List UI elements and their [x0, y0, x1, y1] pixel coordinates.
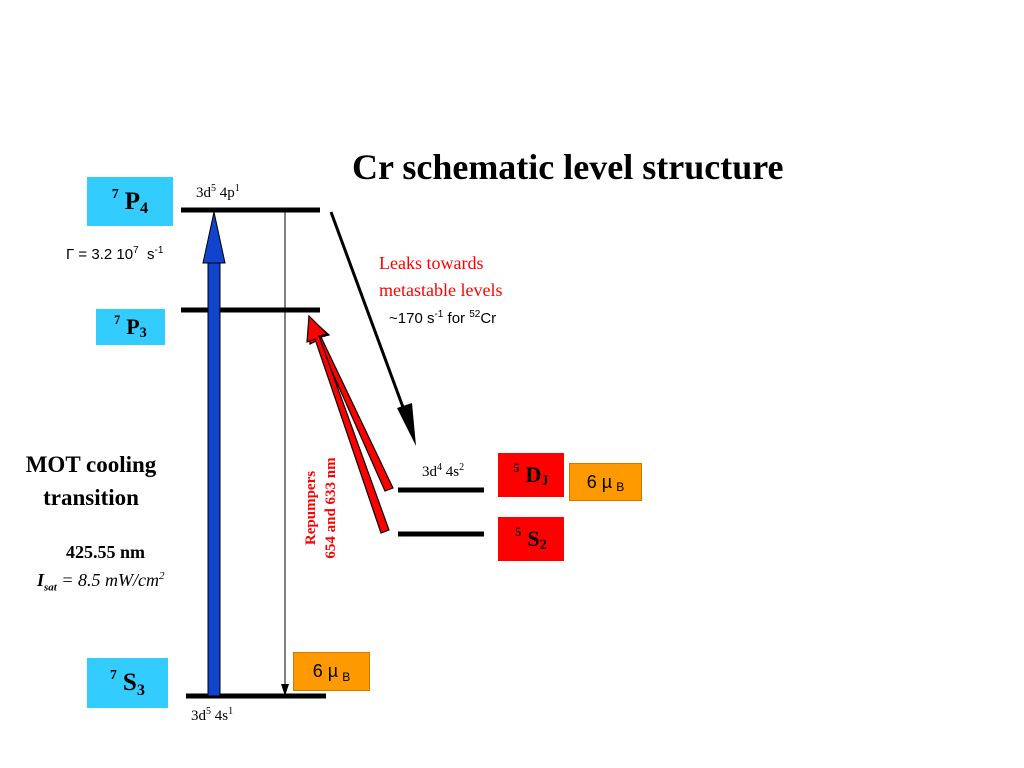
cooling-arrow: [202, 211, 226, 697]
decay-arrow: [281, 212, 289, 696]
mot-label: MOT cooling transition: [4, 448, 178, 514]
multiplicity: 5: [513, 460, 520, 475]
j-value: 4: [140, 199, 149, 218]
j-value: J: [541, 472, 549, 489]
config-5dj: 3d4 4s2: [422, 462, 465, 480]
leak-rate: ~170 s-1 for 52Cr: [389, 309, 497, 327]
leak-line-1: Leaks towards: [379, 253, 484, 273]
page-title: Cr schematic level structure: [352, 147, 784, 187]
state-label-7s3: 7 S 3: [87, 658, 168, 708]
repumpers-line-1: Repumpers: [303, 470, 319, 546]
mot-line-2: transition: [43, 485, 139, 510]
leak-arrow: [329, 211, 416, 446]
wavelength-label: 425.55 nm: [66, 542, 146, 562]
config-7s3: 3d5 4s1: [191, 706, 234, 724]
leak-label: Leaks towards metastable levels: [379, 250, 502, 304]
mot-line-1: MOT cooling: [25, 452, 157, 477]
linewidth-label: Γ = 3.2 107 s-1: [66, 245, 164, 263]
state-label-7p3: 7 P 3: [96, 309, 165, 345]
term-letter: S: [527, 526, 540, 551]
config-7p4: 3d5 4p1: [196, 183, 240, 201]
j-value: 3: [136, 680, 145, 699]
repumpers-line-2: 654 and 633 nm: [323, 457, 339, 559]
term-letter: P: [124, 187, 141, 215]
leak-line-2: metastable levels: [379, 280, 503, 300]
repumpers-label: Repumpers 654 and 633 nm: [301, 453, 341, 563]
multiplicity: 5: [515, 524, 522, 539]
multiplicity: 7: [110, 667, 117, 683]
term-letter: S: [122, 669, 137, 696]
state-label-5s2: 5 S 2: [498, 517, 564, 561]
multiplicity: 7: [111, 185, 119, 201]
term-letter: P: [126, 314, 140, 339]
saturation-intensity: Isat = 8.5 mW/cm2: [37, 570, 165, 594]
j-value: 3: [139, 324, 147, 341]
multiplicity: 7: [114, 312, 121, 327]
term-letter: D: [525, 462, 542, 487]
repumper-arrow-633: [306, 314, 390, 534]
j-value: 2: [539, 536, 547, 553]
state-label-7p4: 7 P 4: [87, 177, 173, 226]
state-label-5dj: 5 D J: [498, 453, 564, 497]
